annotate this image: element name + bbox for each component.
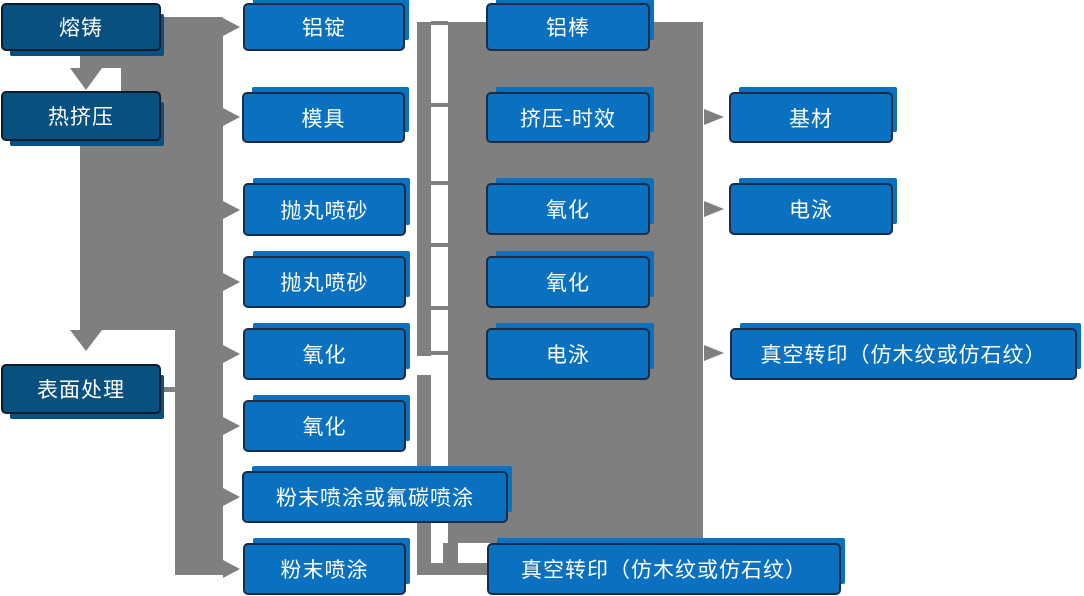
left-flow-band-lower [175, 330, 223, 575]
flow-node-label: 抛丸喷砂 [280, 199, 369, 223]
flow-node-surface-treatment: 表面处理 [1, 364, 161, 414]
left-flow-band-upper [80, 17, 223, 330]
flow-node-base-material: 基材 [729, 92, 893, 143]
flow-node-vacuum-transfer-right: 真空转印（仿木纹或仿石纹） [730, 328, 1077, 380]
flow-node-label: 电泳 [546, 344, 590, 367]
flow-node-extrusion-aging: 挤压-时效 [486, 92, 650, 143]
arrow-to-hot-extrusion [70, 68, 102, 90]
arrow-to-shot-blast-1 [223, 201, 240, 219]
arrow-to-base-material [704, 109, 724, 125]
arrow-to-oxidation-a [223, 345, 240, 363]
flow-node-oxidation-a: 氧化 [243, 328, 406, 380]
flow-node-label: 铝锭 [302, 17, 346, 40]
mid-strip-upper [417, 22, 431, 356]
flow-node-vacuum-transfer-bottom: 真空转印（仿木纹或仿石纹） [487, 543, 841, 595]
arrow-to-mold [223, 108, 240, 126]
flow-node-powder-or-fluorocarbon-spray: 粉末喷涂或氟碳喷涂 [242, 471, 508, 523]
flow-node-label: 氧化 [546, 199, 590, 222]
flow-node-aluminum-ingot: 铝锭 [243, 3, 405, 51]
flow-node-label: 基材 [789, 107, 833, 131]
flow-node-label: 熔铸 [59, 17, 103, 40]
flow-node-label: 氧化 [302, 416, 347, 439]
flow-node-label: 热挤压 [48, 106, 114, 129]
flow-node-label: 电泳 [789, 199, 833, 222]
flow-node-melt-casting: 熔铸 [1, 3, 161, 51]
flow-node-label: 模具 [301, 107, 346, 131]
arrow-to-electrophoresis-b [704, 201, 724, 217]
flow-node-hot-extrusion: 热挤压 [1, 91, 161, 141]
flow-node-mold: 模具 [242, 92, 405, 143]
flow-node-label: 氧化 [546, 272, 590, 295]
mid-stub-row3 [431, 181, 448, 185]
flow-node-shot-blast-sandblast-2: 抛丸喷砂 [243, 256, 406, 308]
mid-stub-row4 [431, 243, 448, 247]
flow-node-electrophoresis-b: 电泳 [729, 183, 893, 235]
arrow-to-vacuum-transfer-right [704, 345, 724, 361]
mid-stub-row5 [431, 306, 448, 310]
flow-node-oxidation-c: 氧化 [486, 183, 650, 235]
flow-node-label: 氧化 [302, 344, 347, 367]
flow-node-label: 铝棒 [546, 17, 590, 40]
flow-node-label: 粉末喷涂或氟碳喷涂 [276, 487, 474, 510]
arrow-to-shot-blast-2 [223, 273, 240, 291]
arrow-to-oxidation-b [223, 417, 240, 435]
flow-node-label: 挤压-时效 [520, 107, 616, 131]
bottom-stub [431, 563, 487, 575]
mid-stub-row6 [431, 351, 448, 355]
flow-node-label: 表面处理 [37, 379, 125, 402]
flow-node-electrophoresis-a: 电泳 [486, 328, 650, 380]
flow-node-powder-spray: 粉末喷涂 [243, 543, 406, 595]
flow-node-oxidation-d: 氧化 [486, 256, 650, 308]
surface-treatment-stub [162, 387, 175, 392]
flow-node-shot-blast-sandblast-1: 抛丸喷砂 [243, 183, 406, 236]
arrow-to-powder-fluorocarbon [223, 488, 240, 506]
arrow-to-powder-spray [223, 560, 240, 578]
mid-stub-row2 [431, 103, 448, 107]
flow-node-label: 真空转印（仿木纹或仿石纹） [521, 559, 807, 582]
flow-node-aluminum-rod: 铝棒 [486, 3, 650, 51]
flow-node-oxidation-b: 氧化 [243, 400, 406, 452]
flow-node-label: 抛丸喷砂 [280, 272, 369, 295]
arrow-to-surface-treatment [70, 330, 102, 351]
flow-node-label: 真空转印（仿木纹或仿石纹） [760, 344, 1047, 367]
arrow-to-aluminum-ingot [223, 18, 240, 36]
flow-node-label: 粉末喷涂 [280, 559, 369, 582]
mid-stub-row1 [431, 21, 448, 25]
